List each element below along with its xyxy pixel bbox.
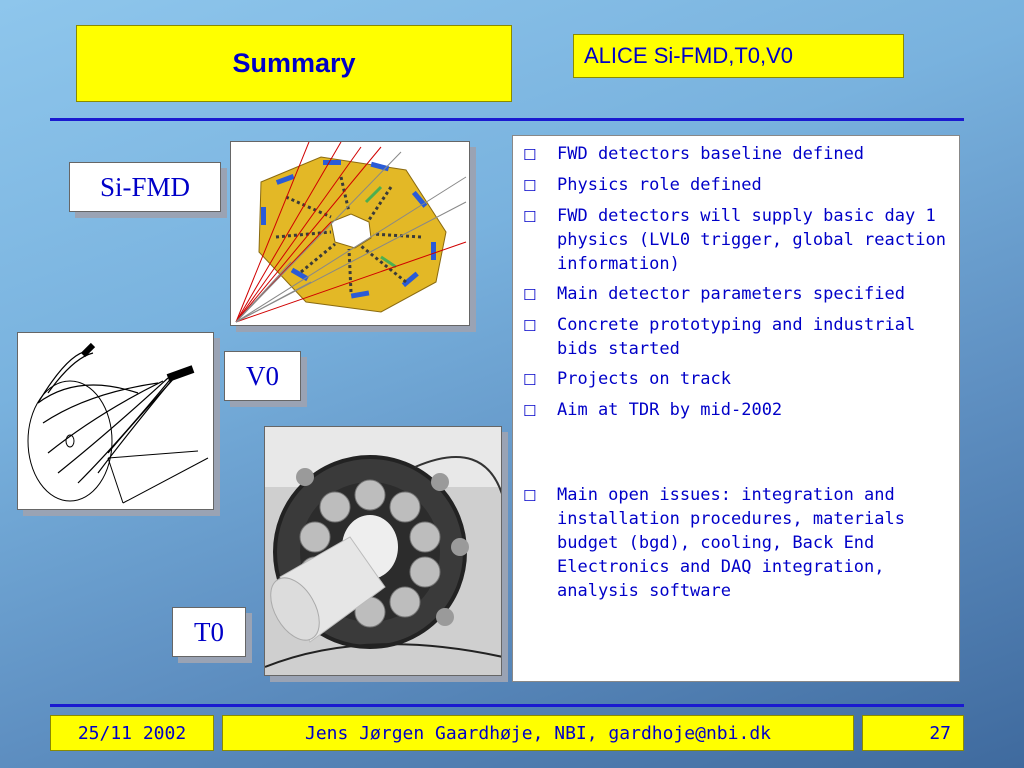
t0-label: T0 [172,607,246,657]
checkbox-bullet-icon: ☐ [523,286,537,304]
list-item: ☐Physics role defined [523,173,949,198]
checkbox-bullet-icon: ☐ [523,317,537,335]
list-item: ☐Main detector parameters specified [523,282,949,307]
checkbox-bullet-icon: ☐ [523,208,537,226]
sifmd-image [230,141,470,326]
header-tag: ALICE Si-FMD,T0,V0 [584,43,794,68]
v0-image [17,332,214,510]
checkbox-bullet-icon: ☐ [523,402,537,420]
footer-page-number: 27 [862,715,964,751]
top-rule [50,118,964,121]
bottom-rule [50,704,964,707]
footer-author: Jens Jørgen Gaardhøje, NBI, gardhoje@nbi… [222,715,854,751]
list-item: ☐Aim at TDR by mid-2002 [523,398,949,423]
sifmd-label: Si-FMD [69,162,221,212]
list-item: ☐FWD detectors baseline defined [523,142,949,167]
slide-title: Summary [232,48,356,78]
v0-label: V0 [224,351,301,401]
v0-detector-drawing [27,342,209,504]
checkbox-bullet-icon: ☐ [523,371,537,389]
summary-text-panel: ☐FWD detectors baseline defined ☐Physics… [512,135,960,682]
header-tag-box: ALICE Si-FMD,T0,V0 [573,34,904,78]
summary-bullet-list: ☐FWD detectors baseline defined ☐Physics… [523,142,949,603]
list-item: ☐FWD detectors will supply basic day 1 p… [523,206,946,274]
list-item: ☐Concrete prototyping and industrial bid… [523,315,916,359]
footer-date: 25/11 2002 [50,715,214,751]
t0-image [264,426,502,676]
list-item: ☐Main open issues: integration and insta… [523,485,905,601]
sifmd-detector-drawing [235,142,467,323]
t0-detector-photo [265,427,501,675]
title-box: Summary [76,25,512,102]
checkbox-bullet-icon: ☐ [523,177,537,195]
checkbox-bullet-icon: ☐ [523,487,537,505]
list-item: ☐Projects on track [523,367,949,392]
checkbox-bullet-icon: ☐ [523,146,537,164]
